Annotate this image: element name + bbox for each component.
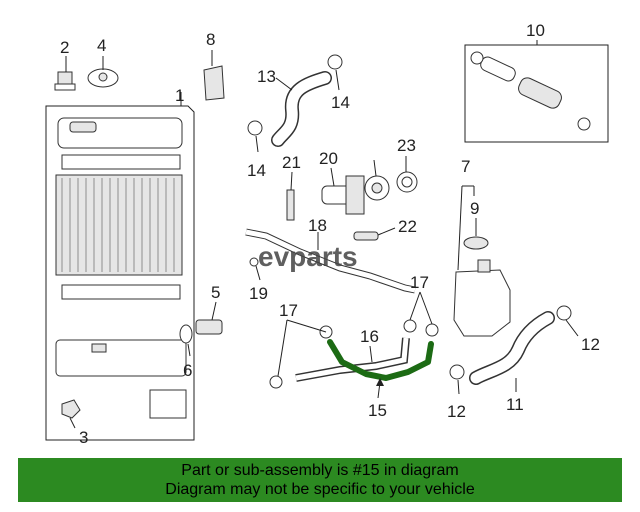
o-ring-part-6 [179, 324, 193, 344]
callout-10: 10 [526, 21, 545, 40]
stud-part-21 [286, 189, 295, 221]
banner-line-2: Diagram may not be specific to your vehi… [165, 481, 475, 498]
bracket-part-8 [203, 65, 225, 101]
cap-bracket-part-4 [87, 68, 119, 88]
gasket-part-23 [396, 171, 418, 193]
callout-17-left: 17 [279, 301, 298, 320]
banner-line-1: Part or sub-assembly is #15 in diagram [181, 462, 459, 479]
clamp-part-17-c [425, 323, 439, 337]
drain-cock-part-5 [195, 319, 223, 335]
callout-14-top: 14 [331, 93, 350, 112]
upper-hose-part-13 [271, 71, 332, 147]
callout-2: 2 [60, 38, 69, 57]
callout-9: 9 [470, 199, 479, 218]
parts-diagram: evparts 1 2 4 8 13 14 14 21 20 23 22 18 … [45, 21, 609, 447]
watermark-logo: evparts [258, 241, 358, 272]
callout-12-bottom: 12 [447, 402, 466, 421]
callout-20: 20 [319, 149, 338, 168]
reservoir-tank-part-7 [453, 259, 511, 337]
callout-12-right: 12 [581, 335, 600, 354]
info-banner: Part or sub-assembly is #15 in diagram D… [18, 458, 622, 502]
callout-6: 6 [183, 361, 192, 380]
lower-hose-part-11 [469, 311, 555, 385]
callout-4: 4 [97, 36, 106, 55]
callout-14-left: 14 [247, 161, 266, 180]
callout-19: 19 [249, 284, 268, 303]
callout-13: 13 [257, 67, 276, 86]
thermostat-part-24 [364, 175, 390, 201]
water-outlet-part-20 [321, 175, 365, 215]
clamp-part-17-b [403, 319, 417, 333]
cap-part-9 [463, 236, 489, 250]
drain-plug-part-2 [54, 71, 76, 91]
callout-18: 18 [308, 216, 327, 235]
arrow-15-head [376, 378, 384, 386]
callout-5: 5 [211, 283, 220, 302]
parts-box-10 [464, 40, 609, 143]
callout-3: 3 [79, 428, 88, 447]
callout-15: 15 [368, 401, 387, 420]
leader-lines [65, 50, 579, 429]
plug-part-3 [61, 399, 81, 419]
callout-16: 16 [360, 327, 379, 346]
clamp-part-17-d [269, 375, 283, 389]
callout-8: 8 [206, 30, 215, 49]
bypass-pipe-part-19 [245, 228, 416, 294]
pipe-part-22 [353, 231, 379, 241]
clamp-part-12-bottom [449, 364, 465, 380]
callout-1: 1 [175, 86, 184, 105]
callout-21: 21 [282, 153, 301, 172]
clamp-part-14-left [247, 120, 263, 136]
radiator-assembly [45, 105, 195, 441]
callout-11: 11 [506, 395, 524, 414]
callout-22: 22 [398, 217, 417, 236]
callout-7: 7 [461, 157, 470, 176]
highlighted-hose-part-15 [327, 339, 434, 381]
clamp-part-12-right [556, 305, 572, 321]
callout-23: 23 [397, 136, 416, 155]
hose-part-16 [295, 337, 410, 382]
clamp-part-14-top [327, 54, 343, 70]
callout-17-top: 17 [410, 273, 429, 292]
